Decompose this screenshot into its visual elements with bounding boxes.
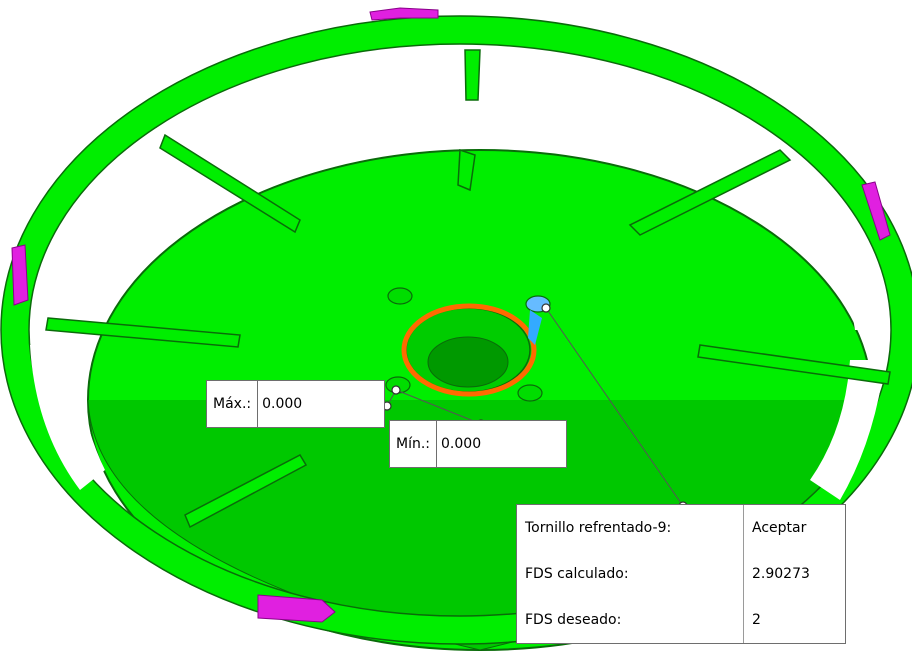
- fixture-arrow-icon[interactable]: [11, 7, 891, 623]
- max-value: 0.000: [258, 381, 384, 427]
- outer-ring-edge-outer: [0, 15, 912, 645]
- fos-row-value: Aceptar: [752, 520, 807, 536]
- window-right: [780, 160, 890, 330]
- min-callout[interactable]: Mín.: 0.000: [389, 420, 567, 468]
- window-right-lower: [810, 360, 885, 500]
- outer-ring: [1, 16, 912, 644]
- min-value: 0.000: [437, 421, 566, 467]
- bolt-marker-icon[interactable]: [528, 310, 542, 345]
- table-row: FDS calculado: 2.90273: [517, 551, 845, 597]
- max-callout[interactable]: Máx.: 0.000: [206, 380, 385, 428]
- window-top: [175, 60, 470, 160]
- fos-row-value: 2: [752, 612, 761, 628]
- fos-row-label: Tornillo refrentado-9:: [517, 505, 744, 551]
- selected-hole-highlight[interactable]: [401, 303, 537, 397]
- window-left-lower: [30, 345, 105, 490]
- window-left: [40, 160, 175, 310]
- outer-ring-edge-inner: [28, 43, 892, 617]
- fos-row-label: FDS calculado:: [517, 551, 744, 597]
- window-top-right: [495, 60, 780, 160]
- fos-row-value: 2.90273: [752, 566, 810, 582]
- spokes: [45, 49, 891, 529]
- max-label: Máx.:: [207, 381, 259, 427]
- table-row: Tornillo refrentado-9: Aceptar: [517, 505, 845, 551]
- fos-results-table[interactable]: Tornillo refrentado-9: Aceptar FDS calcu…: [516, 504, 846, 644]
- min-label: Mín.:: [390, 421, 438, 467]
- bolt-heads: [385, 287, 551, 402]
- fos-row-label: FDS deseado:: [517, 597, 744, 643]
- hub-inner: [427, 336, 509, 388]
- table-row: FDS deseado: 2: [517, 597, 845, 643]
